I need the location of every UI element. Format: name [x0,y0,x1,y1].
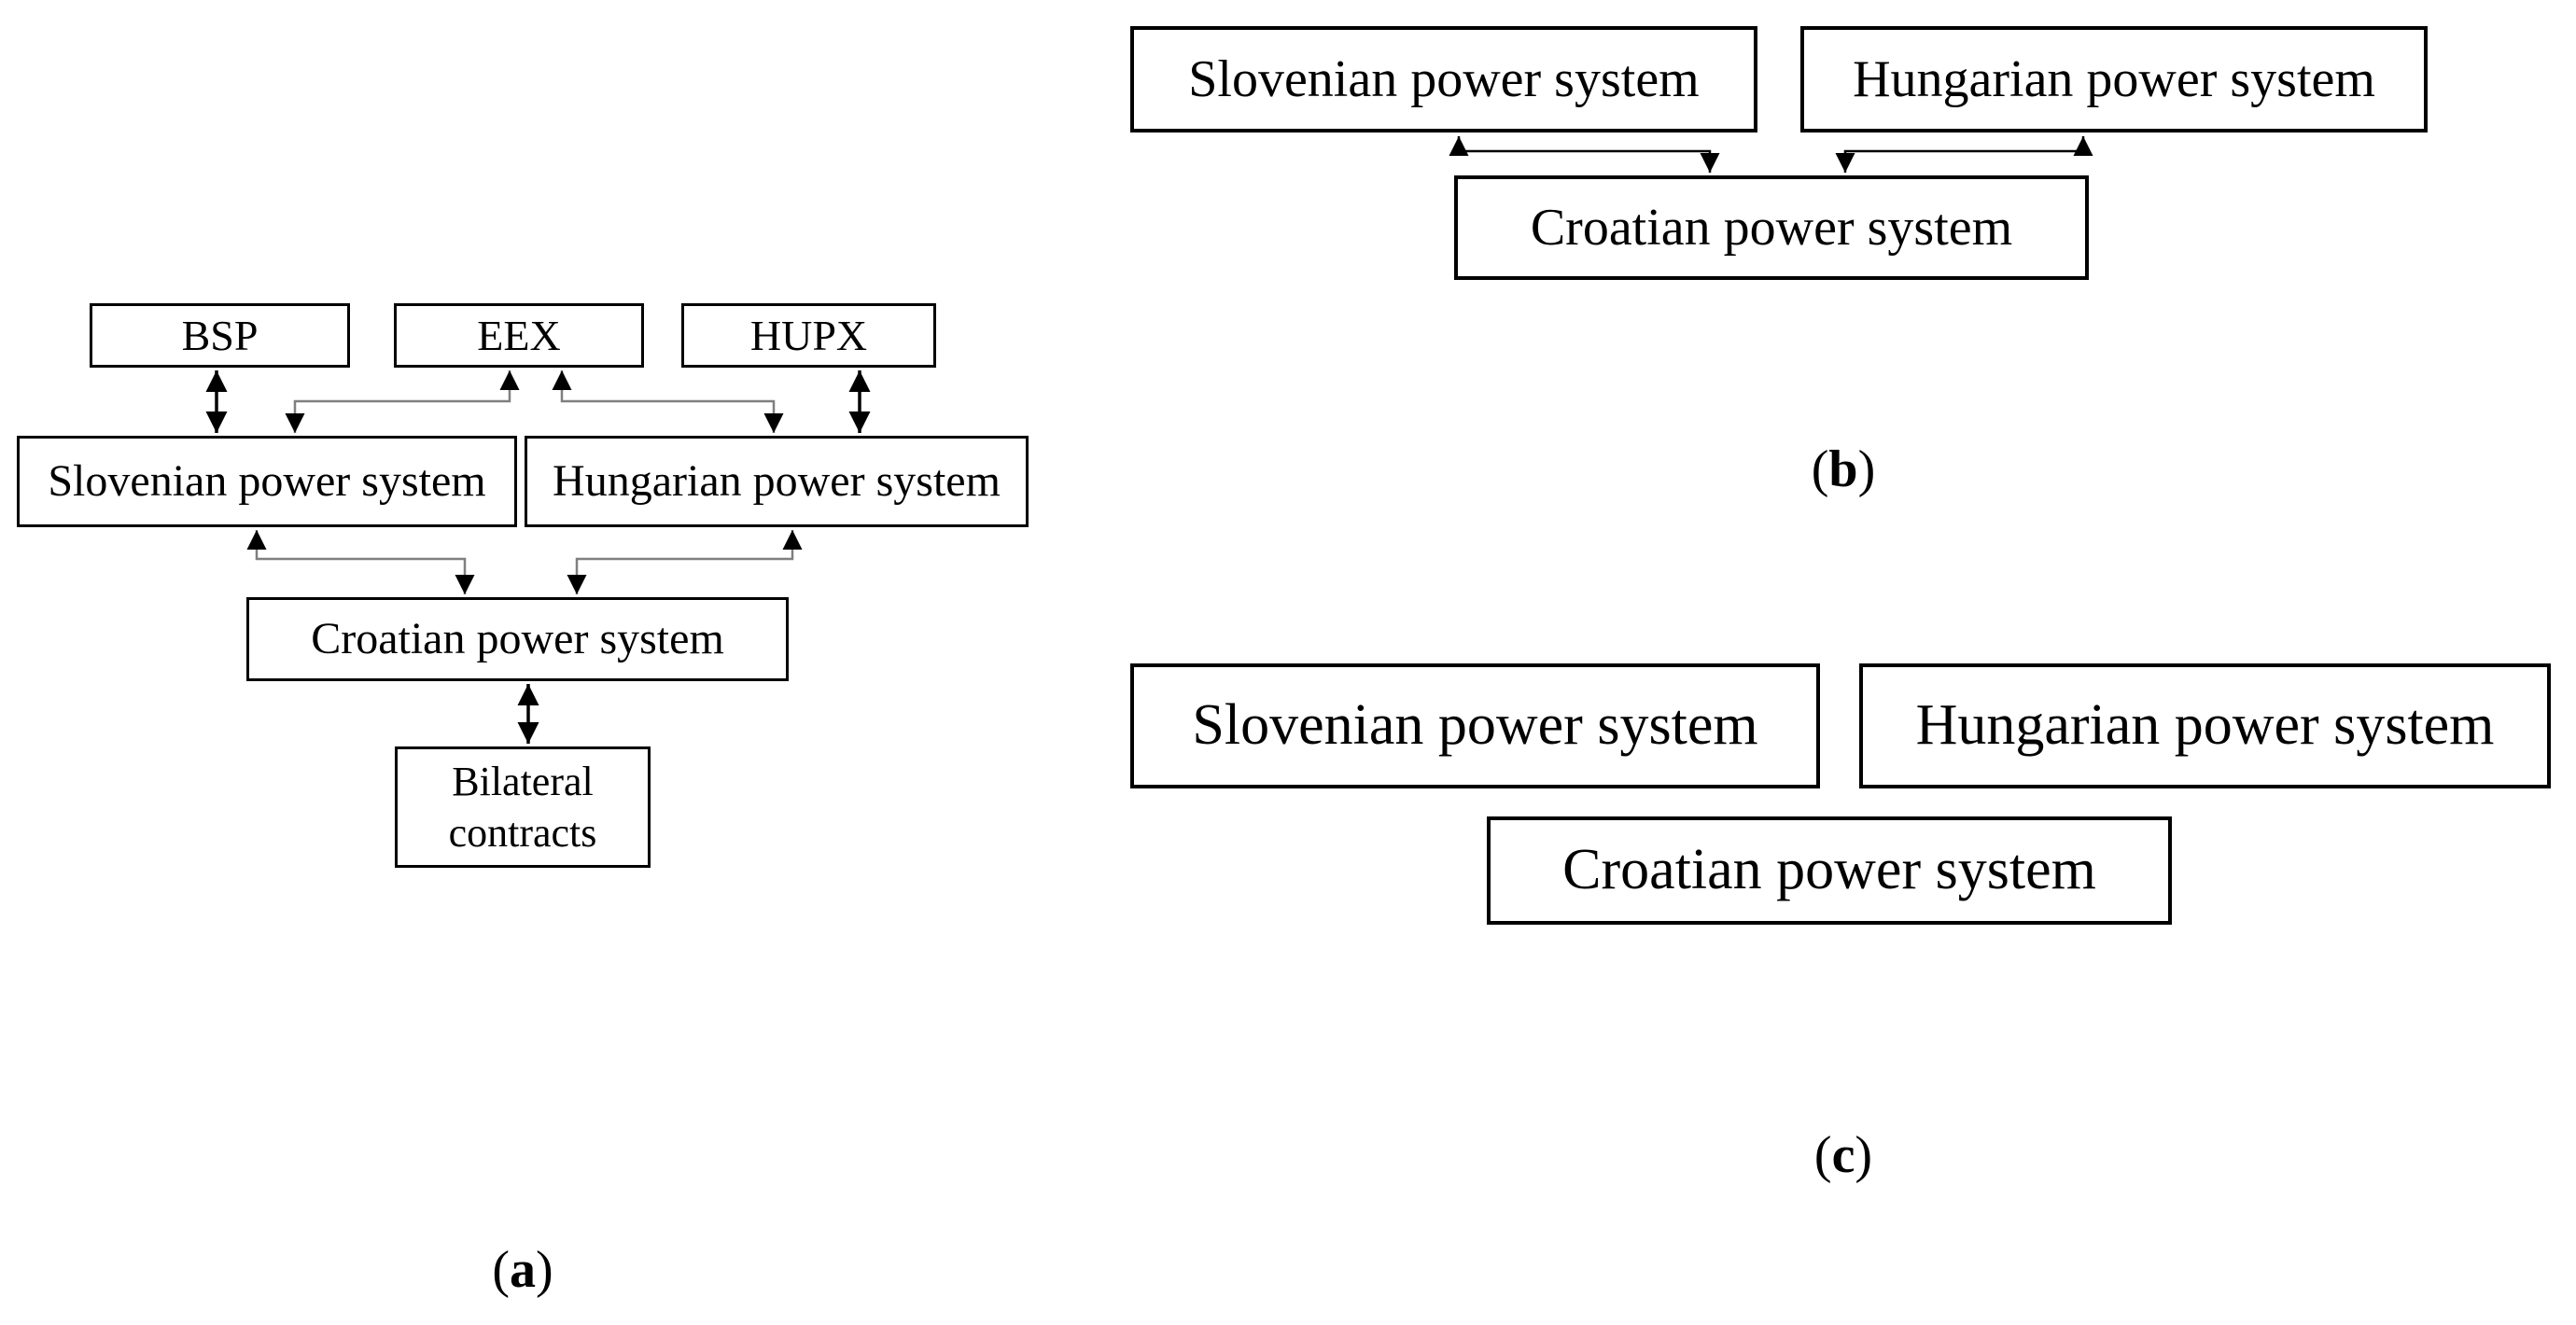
box-bsp-label: BSP [181,311,259,359]
caption-c-close-paren: ) [1855,1126,1873,1184]
connector-slovenian-croatian-a [246,530,475,594]
caption-b-open-paren: ( [1811,440,1829,498]
caption-b-close-paren: ) [1857,440,1876,498]
box-slovenian-label-b: Slovenian power system [1188,50,1700,108]
box-bilateral-label: Bilateral contracts [448,759,597,856]
caption-c-open-paren: ( [1813,1126,1832,1184]
box-hungarian-power-system-b: Hungarian power system [1800,26,2428,132]
box-slovenian-power-system-c: Slovenian power system [1130,663,1820,788]
caption-a-open-paren: ( [492,1241,510,1299]
caption-c-letter: c [1831,1126,1855,1184]
caption-c: (c) [1741,1124,1946,1187]
box-hungarian-power-system-c: Hungarian power system [1859,663,2551,788]
caption-a-letter: a [510,1241,536,1299]
box-eex: EEX [394,303,644,368]
box-hungarian-label-a: Hungarian power system [553,456,1001,506]
box-eex-label: EEX [477,311,561,359]
box-bilateral-contracts: Bilateral contracts [395,746,651,868]
box-hungarian-power-system-a: Hungarian power system [525,436,1029,527]
box-slovenian-label-a: Slovenian power system [48,456,486,506]
box-croatian-label-c: Croatian power system [1562,838,2096,902]
box-slovenian-label-c: Slovenian power system [1192,693,1758,758]
box-croatian-power-system-a: Croatian power system [246,597,789,681]
box-hupx: HUPX [681,303,936,368]
box-hungarian-label-c: Hungarian power system [1915,693,2495,758]
connector-hungarian-croatian-b [1835,136,2093,173]
connector-hungarian-croatian-a [567,530,803,594]
box-bsp: BSP [90,303,350,368]
connector-eex-hungarian [552,370,784,433]
box-croatian-label-b: Croatian power system [1530,199,2013,257]
box-croatian-power-system-b: Croatian power system [1454,175,2089,280]
box-slovenian-power-system-a: Slovenian power system [17,436,517,527]
box-croatian-label-a: Croatian power system [311,614,724,663]
box-slovenian-power-system-b: Slovenian power system [1130,26,1757,132]
caption-a: (a) [420,1239,625,1302]
box-croatian-power-system-c: Croatian power system [1487,816,2172,925]
caption-b-letter: b [1828,440,1858,498]
connector-eex-slovenian [285,370,520,433]
box-hupx-label: HUPX [749,311,868,359]
caption-b: (b) [1741,439,1946,501]
caption-a-close-paren: ) [536,1241,553,1299]
connector-slovenian-croatian-b [1449,136,1720,173]
box-hungarian-label-b: Hungarian power system [1853,50,2375,108]
